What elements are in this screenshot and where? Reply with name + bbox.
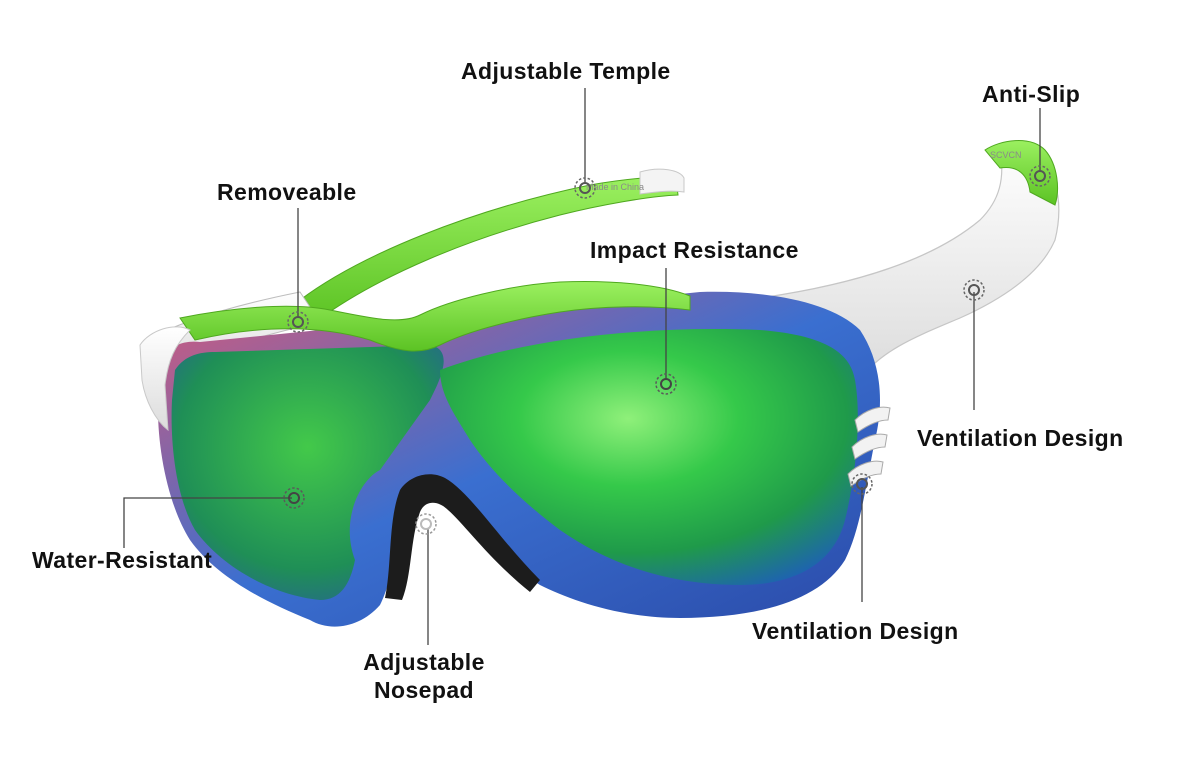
label-anti-slip: Anti-Slip — [982, 81, 1081, 107]
marker-adjustable-nosepad — [415, 513, 437, 535]
callout-markers — [283, 165, 1051, 535]
label-removeable: Removeable — [217, 179, 357, 205]
tip-engraving: SCVCN — [990, 150, 1022, 160]
label-adjustable-nosepad-line2: Nosepad — [374, 677, 474, 703]
marker-water-resistant — [283, 487, 305, 509]
label-ventilation-design-upper: Ventilation Design — [917, 425, 1124, 451]
lens-shield — [158, 291, 880, 627]
callout-line-water-resistant — [123, 497, 292, 548]
marker-impact-resistance — [655, 373, 677, 395]
marker-adjustable-temple — [574, 177, 596, 199]
label-impact-resistance: Impact Resistance — [590, 237, 799, 263]
label-adjustable-nosepad: Adjustable Nosepad — [344, 648, 504, 704]
label-adjustable-nosepad-line1: Adjustable — [363, 649, 485, 675]
label-adjustable-temple: Adjustable Temple — [461, 58, 671, 84]
label-ventilation-design-lower: Ventilation Design — [752, 618, 959, 644]
temple-engraving: Made in China — [586, 182, 644, 192]
marker-ventilation-lower — [851, 473, 873, 495]
brow-bar — [139, 281, 691, 432]
marker-anti-slip — [1029, 165, 1051, 187]
marker-ventilation-upper — [963, 279, 985, 301]
marker-removeable — [287, 311, 309, 333]
nosepad — [385, 474, 540, 600]
callout-lines — [123, 88, 1041, 645]
label-water-resistant: Water-Resistant — [32, 547, 213, 573]
ventilation-slots — [847, 406, 891, 487]
